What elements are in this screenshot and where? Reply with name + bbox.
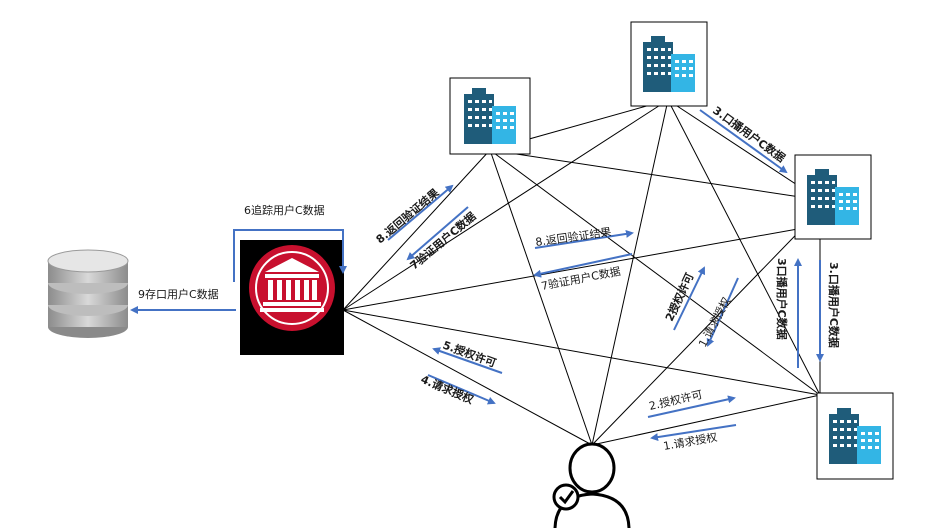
label-verify-user-c-left: 7验证用户C数据 — [407, 209, 479, 272]
user-icon — [552, 442, 631, 529]
central-bank-icon — [240, 240, 344, 355]
org-building-icon — [449, 77, 531, 155]
label-verify-user-c-mid: 7验证用户C数据 — [540, 264, 622, 293]
label-grant-permit-bottom: 2.授权许可 — [648, 387, 704, 413]
label-transfer-right-b: 3.口播用户C数据 — [827, 262, 841, 348]
label-grant-permit-mid: 2授权许可 — [662, 271, 697, 324]
label-trace-user-c: 6追踪用户C数据 — [244, 203, 325, 217]
label-request-auth-bottom: 1.请求授权 — [662, 430, 718, 453]
label-return-verify-left: 8.返回验证结果 — [373, 186, 442, 247]
org-building-icon — [630, 21, 708, 107]
database-icon — [47, 249, 129, 338]
label-request-auth-left: 4.请求授权 — [419, 372, 477, 407]
label-transfer-top: 3.口播用户C数据 — [710, 103, 788, 165]
org-building-icon — [816, 392, 894, 480]
label-request-auth-mid: 1.请求授权 — [695, 295, 733, 350]
org-building-icon — [794, 154, 872, 240]
label-grant-permit-left: 5.授权许可 — [441, 338, 498, 370]
label-store-user-c: 9存口用户C数据 — [138, 287, 219, 301]
label-transfer-right-a: 3口播用户C数据 — [775, 258, 789, 340]
label-return-verify-mid: 8.返回验证结果 — [534, 224, 612, 249]
flow-arrows — [130, 109, 824, 442]
